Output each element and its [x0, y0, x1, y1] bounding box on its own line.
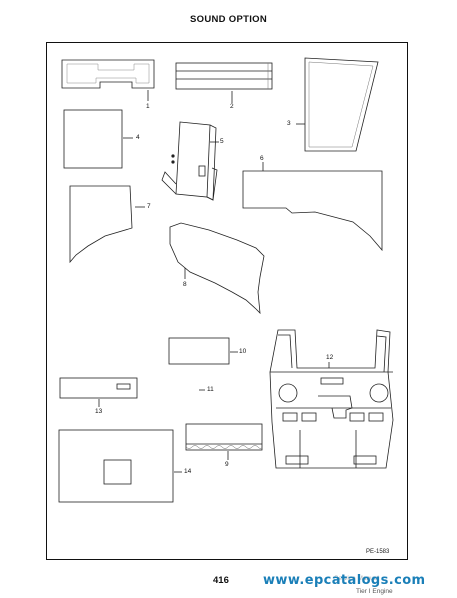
part-12-mounting-frame	[269, 329, 394, 469]
part-8-curved-panel	[169, 222, 265, 315]
callout-14: 14	[184, 468, 192, 475]
watermark-link[interactable]: www.epcatalogs.com	[263, 573, 426, 588]
part-6-wedge-panel	[242, 162, 383, 252]
part-3-trapezoid-panel	[296, 57, 379, 152]
callout-13: 13	[95, 408, 103, 415]
part-10-pad	[168, 337, 238, 365]
callout-3: 3	[287, 120, 291, 127]
callout-1: 1	[146, 103, 150, 110]
part-4-square-panel	[63, 109, 133, 169]
diagram-frame	[46, 42, 408, 560]
callout-8: 8	[183, 281, 187, 288]
part-14-large-panel	[58, 429, 182, 503]
callout-11: 11	[207, 386, 214, 393]
part-2-layered-pad	[175, 62, 273, 103]
part-5-bracket	[161, 121, 219, 201]
callout-10: 10	[239, 348, 247, 355]
footer-manual-title: Service Manual	[334, 575, 379, 582]
page-number: 416	[213, 575, 229, 586]
callout-4: 4	[136, 134, 140, 141]
callout-2: 2	[230, 103, 234, 110]
part-9-pad	[185, 423, 263, 460]
callout-6: 6	[260, 155, 264, 162]
part-1-foam-strip	[61, 59, 155, 101]
callout-5: 5	[220, 138, 224, 145]
figure-id: PE-1583	[366, 549, 390, 555]
callout-9: 9	[225, 461, 229, 468]
footer-engine-tier: Tier I Engine	[356, 588, 393, 595]
callout-12: 12	[326, 354, 334, 361]
callout-7: 7	[147, 203, 151, 210]
part-13-pad	[59, 377, 138, 407]
part-7-side-panel	[69, 185, 145, 264]
page-title: SOUND OPTION	[190, 14, 267, 25]
